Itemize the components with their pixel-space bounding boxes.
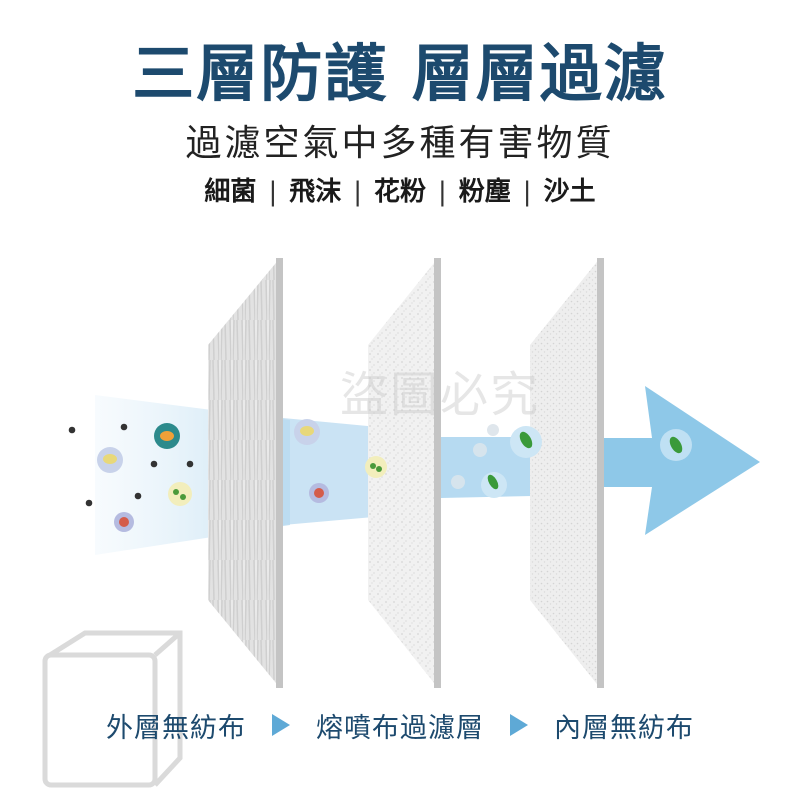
filtered-particles	[451, 424, 542, 498]
label-inner-nonwoven: 內層無紡布	[554, 712, 694, 744]
dust-particles	[68, 423, 194, 507]
page-subtitle: 過濾空氣中多種有害物質	[185, 123, 615, 164]
tag-separator: |	[268, 177, 278, 207]
tag-pollen: 花粉	[373, 177, 426, 207]
label-outer-nonwoven: 外層無紡布	[106, 712, 246, 744]
microbe-red	[114, 512, 134, 532]
microbe-green	[168, 482, 192, 506]
microbe-teal	[154, 423, 180, 449]
tag-separator: |	[353, 177, 362, 207]
layer-outer-nonwoven	[208, 258, 283, 688]
leaf-icon	[669, 436, 683, 454]
layer-inner-nonwoven	[530, 258, 604, 688]
layer-labels: 外層無紡布 熔噴布過濾層 內層無紡布	[0, 700, 800, 750]
pollutant-tags: 細菌 | 飛沫 | 花粉 | 粉塵 | 沙土	[0, 172, 800, 212]
microbe-yellow	[97, 447, 123, 473]
microbe-green-2	[365, 456, 387, 478]
label-meltblown: 熔噴布過濾層	[316, 712, 484, 744]
microbe-yellow-2	[294, 419, 320, 445]
tag-droplets: 飛沫	[289, 177, 342, 207]
tag-bacteria: 細菌	[204, 177, 257, 207]
play-triangle-icon	[272, 714, 290, 736]
page-title: 三層防護 層層過濾	[132, 37, 668, 110]
tag-dust: 粉塵	[458, 177, 511, 207]
layer-meltblown	[368, 258, 441, 688]
play-triangle-icon	[510, 714, 528, 736]
clean-air-arrow	[604, 386, 760, 535]
tag-separator: |	[522, 177, 532, 207]
tag-separator: |	[438, 177, 447, 207]
tag-sand: 沙土	[543, 177, 596, 207]
stamp-watermark	[42, 630, 183, 788]
microbe-red-2	[309, 483, 329, 503]
